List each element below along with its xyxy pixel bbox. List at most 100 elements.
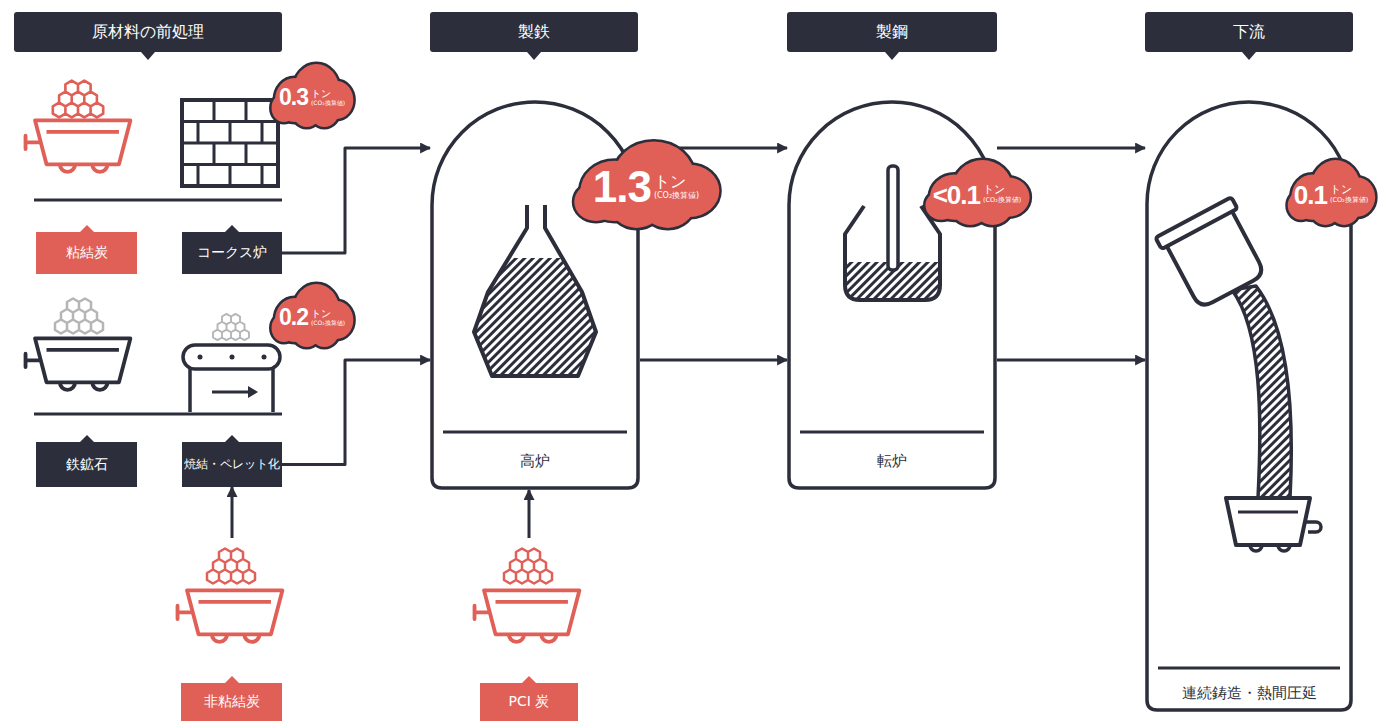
input-label: 鉄鉱石 xyxy=(36,442,137,487)
conveyor-arrow-head xyxy=(248,386,258,398)
sinter-pile xyxy=(213,314,249,340)
emission-unit: トン xyxy=(1330,184,1368,197)
emission-note: (CO₂換算値) xyxy=(311,100,345,107)
label-text: 焼結・ペレット化 xyxy=(184,456,280,473)
stage-label: 連続鋳造・熱間圧延 xyxy=(1145,684,1353,703)
input-label: 粘結炭 xyxy=(36,232,137,274)
emission-value: 1.3 xyxy=(593,165,651,209)
cloud-text: 0.3トン(CO₂換算値) xyxy=(268,60,356,130)
label-text: コークス炉 xyxy=(197,244,267,262)
blast-furnace-charge xyxy=(474,258,596,376)
stage-header: 製鉄 xyxy=(430,12,638,52)
oxygen-lance xyxy=(888,166,898,270)
emission-unit: トン xyxy=(983,184,1021,197)
cloud-unit: トン(CO₂換算値) xyxy=(983,184,1021,204)
cloud-fill xyxy=(574,141,719,227)
emission-value: 0.1 xyxy=(1294,182,1327,208)
emission-unit: トン xyxy=(654,173,699,191)
pci-coal-cart xyxy=(475,590,580,641)
ground-line xyxy=(34,199,282,202)
process-label: コークス炉 xyxy=(182,232,282,274)
conveyor-roller xyxy=(262,355,267,360)
stage-header: 製鋼 xyxy=(787,12,997,52)
emission-value: 0.3 xyxy=(279,86,308,109)
input-label: PCI 炭 xyxy=(480,683,578,721)
emission-note: (CO₂換算値) xyxy=(654,191,699,200)
cloud-text: 0.2トン(CO₂換算値) xyxy=(268,280,356,350)
ground-line xyxy=(34,413,282,416)
emission-value: <0.1 xyxy=(933,182,980,208)
cloud-outline xyxy=(925,160,1029,225)
emission-note: (CO₂換算値) xyxy=(1330,197,1368,204)
iron-ore-pile xyxy=(55,299,103,334)
mold-wheels xyxy=(1250,545,1290,551)
coking-coal-cart xyxy=(26,120,131,171)
cloud-fill xyxy=(925,160,1029,225)
cloud-fill xyxy=(1288,160,1375,225)
pci-coal-pile xyxy=(504,549,552,584)
coking-coal-pile xyxy=(53,81,103,118)
furnace-arch: 高炉 xyxy=(430,100,640,490)
arch-shape xyxy=(787,100,997,490)
conveyor-legs xyxy=(190,369,273,412)
ladle xyxy=(1155,197,1270,312)
input-label: 非粘結炭 xyxy=(181,683,282,721)
ladle-rim xyxy=(1155,197,1237,249)
blast-furnace-shell xyxy=(474,205,596,376)
conveyor-roller xyxy=(230,355,235,360)
cloud-unit: トン(CO₂換算値) xyxy=(654,173,699,201)
arch-base-line xyxy=(800,431,984,434)
cloud-fill xyxy=(272,284,354,347)
steel-stream xyxy=(1232,286,1291,498)
arch-shape xyxy=(430,100,640,490)
emission-note: (CO₂換算値) xyxy=(983,197,1021,204)
mold-cart xyxy=(1226,498,1310,545)
cloud-unit: トン(CO₂換算値) xyxy=(311,88,345,106)
header-text: 下流 xyxy=(1233,22,1265,43)
emission-cloud: 1.3トン(CO₂換算値) xyxy=(568,136,724,232)
cloud-unit: トン(CO₂換算値) xyxy=(1330,184,1368,204)
flow-arrow xyxy=(640,359,787,362)
label-text: PCI 炭 xyxy=(509,693,550,711)
flow-arrow xyxy=(282,148,430,253)
conveyor-belt xyxy=(183,345,280,369)
cloud-outline xyxy=(272,284,354,347)
header-text: 製鋼 xyxy=(876,22,908,43)
flow-arrow xyxy=(997,147,1145,150)
emission-cloud: 0.1トン(CO₂換算値) xyxy=(1284,156,1378,228)
cloud-outline xyxy=(574,141,719,227)
cloud-outline xyxy=(272,64,354,127)
cloud-text: 0.1トン(CO₂換算値) xyxy=(1284,156,1378,228)
flow-arrow xyxy=(997,359,1145,362)
cloud-text: 1.3トン(CO₂換算値) xyxy=(568,136,724,232)
emission-unit: トン xyxy=(311,88,345,100)
cloud-outline xyxy=(1288,160,1375,225)
cloud-unit: トン(CO₂換算値) xyxy=(311,308,345,326)
emission-unit: トン xyxy=(311,308,345,320)
process-label: 焼結・ペレット化 xyxy=(182,442,282,487)
coke-oven-bricks xyxy=(182,100,278,186)
conveyor-arrow xyxy=(212,391,248,394)
stage-label: 高炉 xyxy=(430,452,640,471)
label-text: 粘結炭 xyxy=(66,244,108,262)
conveyor-roller xyxy=(198,355,203,360)
mold-handle xyxy=(1306,522,1321,532)
label-text: 鉄鉱石 xyxy=(66,456,108,474)
iron-ore-cart xyxy=(26,338,131,389)
stage-label: 転炉 xyxy=(787,452,997,471)
emission-cloud: 0.2トン(CO₂換算値) xyxy=(268,280,356,350)
stage-header: 原材料の前処理 xyxy=(14,12,282,52)
cloud-fill xyxy=(272,64,354,127)
header-text: 原材料の前処理 xyxy=(92,22,204,43)
mold-rim xyxy=(1238,511,1298,514)
arch-base-line xyxy=(443,431,627,434)
header-text: 製鉄 xyxy=(518,22,550,43)
flow-arrow xyxy=(282,360,430,465)
coke-oven-wall xyxy=(182,100,278,186)
non-coking-coal-cart xyxy=(178,590,283,641)
cloud-text: <0.1トン(CO₂換算値) xyxy=(921,156,1033,228)
emission-cloud: <0.1トン(CO₂換算値) xyxy=(921,156,1033,228)
non-coking-coal-pile xyxy=(207,549,255,584)
